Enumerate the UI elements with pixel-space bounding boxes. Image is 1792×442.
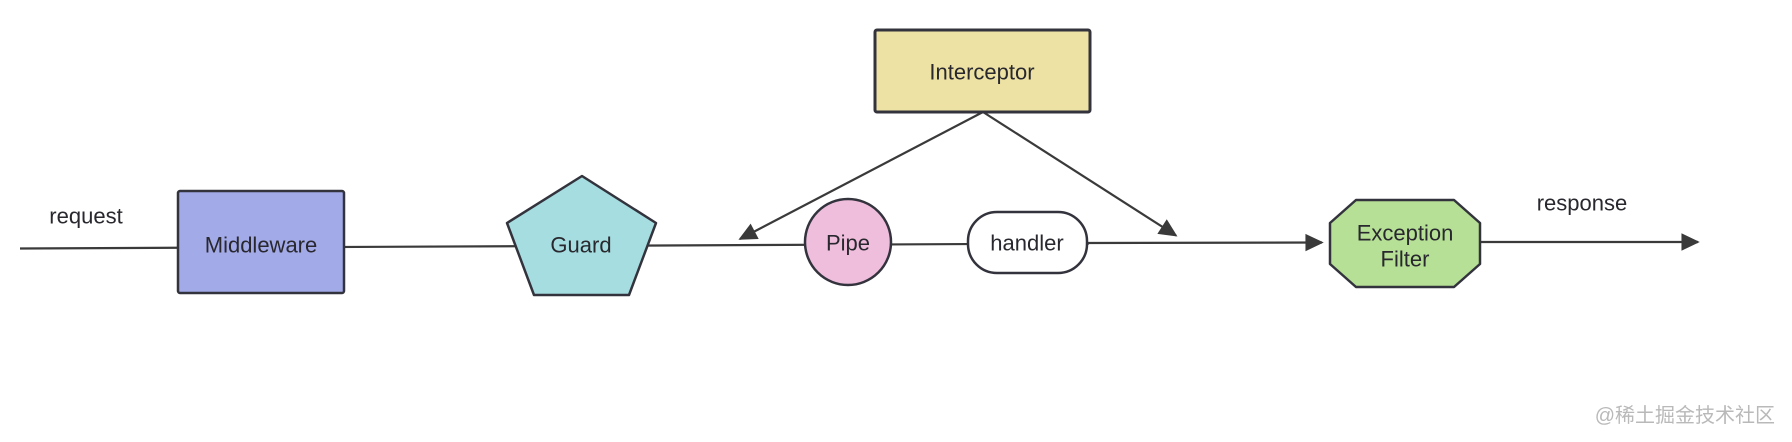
handler-to-exception-filter-arrow (1086, 233, 1324, 252)
guard-node (505, 174, 658, 297)
pipe-node (803, 197, 893, 287)
handler-label: handler (990, 231, 1063, 256)
interceptor-left-arrow (738, 111, 984, 240)
middleware-label: Middleware (205, 233, 318, 258)
exception-filter-node (1328, 198, 1482, 289)
exception-filter-label-line1: Exception (1357, 221, 1454, 246)
interceptor-right-arrow (982, 111, 1178, 237)
pipe-label: Pipe (826, 231, 870, 256)
exception-filter-label-line2: Filter (1381, 247, 1430, 272)
interceptor-node (873, 28, 1092, 114)
response-label: response (1537, 191, 1628, 216)
handler-node (966, 210, 1089, 275)
guard-label: Guard (550, 233, 611, 258)
interceptor-label: Interceptor (929, 60, 1034, 85)
juejin-watermark: @稀土掘金技术社区 (1595, 404, 1775, 427)
middleware-node (176, 189, 346, 295)
request-label: request (49, 204, 122, 229)
